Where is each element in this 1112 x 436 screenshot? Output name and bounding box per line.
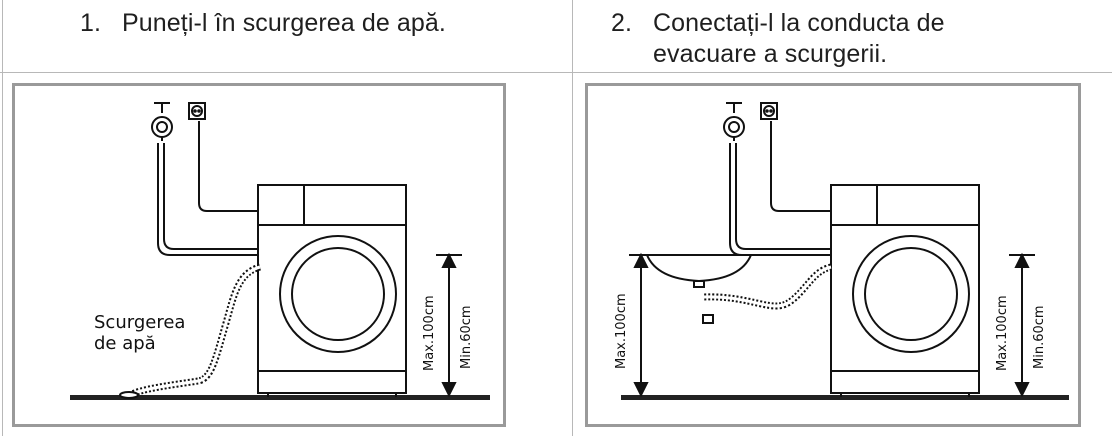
diagram-2-svg: Max.100cm Max.100cm Min.60cm (585, 83, 1081, 427)
floor-line-2 (621, 395, 1069, 400)
table-column-divider (572, 0, 573, 436)
water-tap-icon (723, 102, 745, 141)
max-height-label: Max.100cm (422, 295, 437, 371)
power-outlet-icon (760, 102, 778, 120)
step-2-number: 2. (611, 9, 633, 37)
sink-max-height-label: Max.100cm (614, 293, 629, 369)
power-cord (770, 121, 831, 212)
washing-machine (257, 184, 407, 397)
diagram-1-frame (12, 83, 506, 427)
diagram-2-frame (585, 83, 1081, 427)
water-tap-icon (151, 102, 173, 141)
inlet-hose-outline (157, 143, 258, 256)
height-dimension (1009, 252, 1035, 398)
step-2-text-line-1: Conectați-l la conducta de (653, 9, 945, 37)
drain-hose-inner (702, 265, 832, 308)
min-height-label: Min.60cm (459, 305, 474, 369)
step-1-text: Puneți-l în scurgerea de apă. (122, 9, 446, 37)
step-1-number: 1. (80, 9, 102, 37)
inlet-hose (735, 143, 831, 250)
step-2-text-line-2: evacuare a scurgerii. (653, 40, 888, 68)
height-dimension (436, 252, 462, 398)
step-1-instruction: 1. Puneți-l în scurgerea de apă. (80, 8, 560, 39)
diagram-drain-in-floor: Scurgerea de apă Max.100cm Min.60cm (12, 83, 506, 427)
sink-basin (633, 254, 765, 324)
inlet-hose (163, 143, 258, 250)
drain-label-line-2: de apă (94, 333, 156, 354)
table-header-divider (0, 72, 1112, 73)
min-height-label: Min.60cm (1032, 305, 1047, 369)
drain-hose-inner (129, 265, 261, 397)
table-left-border (2, 0, 3, 436)
power-cord (198, 121, 258, 212)
diagram-1-svg: Scurgerea de apă Max.100cm Min.60cm (12, 83, 506, 427)
max-height-label: Max.100cm (995, 295, 1010, 371)
power-outlet-icon (188, 102, 206, 120)
floor-line (70, 395, 490, 400)
washing-machine (830, 184, 980, 397)
sink-height-dimension (629, 252, 655, 398)
floor-drain (119, 391, 139, 399)
drain-label-line-1: Scurgerea (94, 312, 185, 333)
inlet-hose-outline (729, 143, 831, 256)
step-2-instruction: 2. Conectați-l la conducta de evacuare a … (611, 8, 1091, 70)
diagram-drain-pipe: Max.100cm Max.100cm Min.60cm (585, 83, 1081, 427)
